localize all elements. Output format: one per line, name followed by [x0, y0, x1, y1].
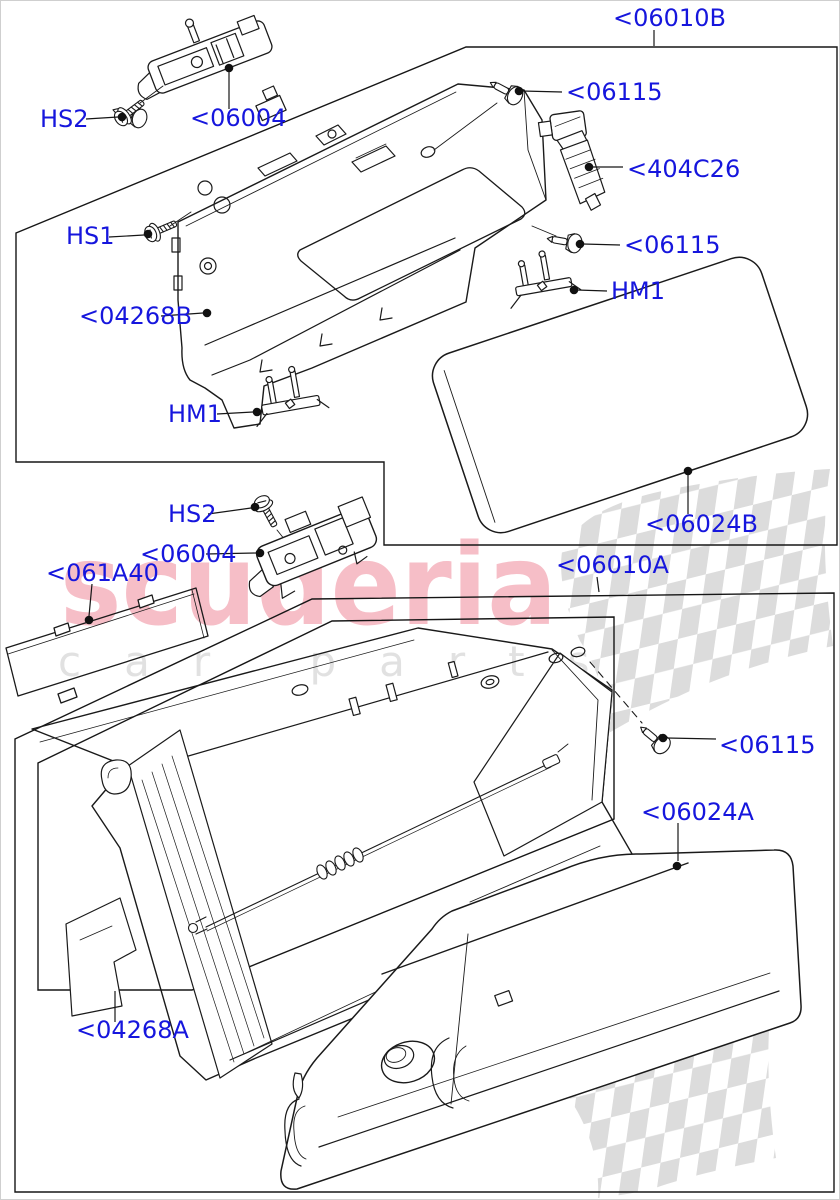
callout-hm1-right[interactable]: HM1: [611, 277, 665, 305]
callout-06115-mid[interactable]: <06115: [624, 231, 720, 259]
watermark-tagline: car parts: [58, 637, 632, 686]
pin-lower: [589, 661, 675, 758]
checkered-flag-upper: [561, 469, 833, 737]
callout-04268B[interactable]: <04268B: [79, 302, 192, 330]
leader-lines: [84, 30, 717, 1022]
callout-06004-upper[interactable]: <06004: [190, 104, 286, 132]
callout-06004-lower[interactable]: <06004: [140, 540, 236, 568]
latch-lower-drawing: [248, 496, 378, 599]
callout-06024A[interactable]: <06024A: [641, 798, 754, 826]
pin-mid: [531, 225, 584, 255]
upper-housing-drawing: [171, 83, 547, 429]
hinge-left-drawing: [256, 365, 330, 427]
hinge-right-drawing: [510, 250, 582, 309]
callout-hs2-upper[interactable]: HS2: [40, 105, 89, 133]
lower-housing-drawing: [31, 627, 647, 1081]
callout-06010B[interactable]: <06010B: [613, 4, 726, 32]
pin-upper: [433, 73, 527, 151]
assembly-box-lower: [14, 592, 835, 1193]
callout-labels: <06010B HS2 <06004 HS1 <06115 <404C26 <0…: [40, 4, 815, 1044]
glovebox-lid-drawing: [431, 256, 809, 534]
screw-hs2-upper: [110, 85, 164, 130]
damper-cable-drawing: [187, 743, 569, 935]
assembly-box-inner: [37, 616, 615, 991]
callout-hm1-left[interactable]: HM1: [168, 400, 222, 428]
latch-upper-drawing: [137, 14, 273, 100]
callout-06024B[interactable]: <06024B: [645, 510, 758, 538]
screw-hs1: [141, 211, 192, 246]
callout-061A40[interactable]: <061A40: [46, 559, 159, 587]
callout-404C26[interactable]: <404C26: [627, 155, 740, 183]
assembly-box-upper: [15, 46, 838, 546]
callout-06010A[interactable]: <06010A: [556, 551, 669, 579]
mat-drawing: [5, 587, 209, 704]
glovebox-door-drawing: [280, 849, 802, 1190]
callout-06115-lower[interactable]: <06115: [719, 731, 815, 759]
sensor-drawing: [537, 110, 606, 211]
callout-04268A[interactable]: <04268A: [76, 1016, 189, 1044]
assembly-boxes: [14, 46, 838, 1193]
callout-hs1[interactable]: HS1: [66, 222, 115, 250]
callout-hs2-lower[interactable]: HS2: [168, 500, 217, 528]
callout-06115-upper[interactable]: <06115: [566, 78, 662, 106]
